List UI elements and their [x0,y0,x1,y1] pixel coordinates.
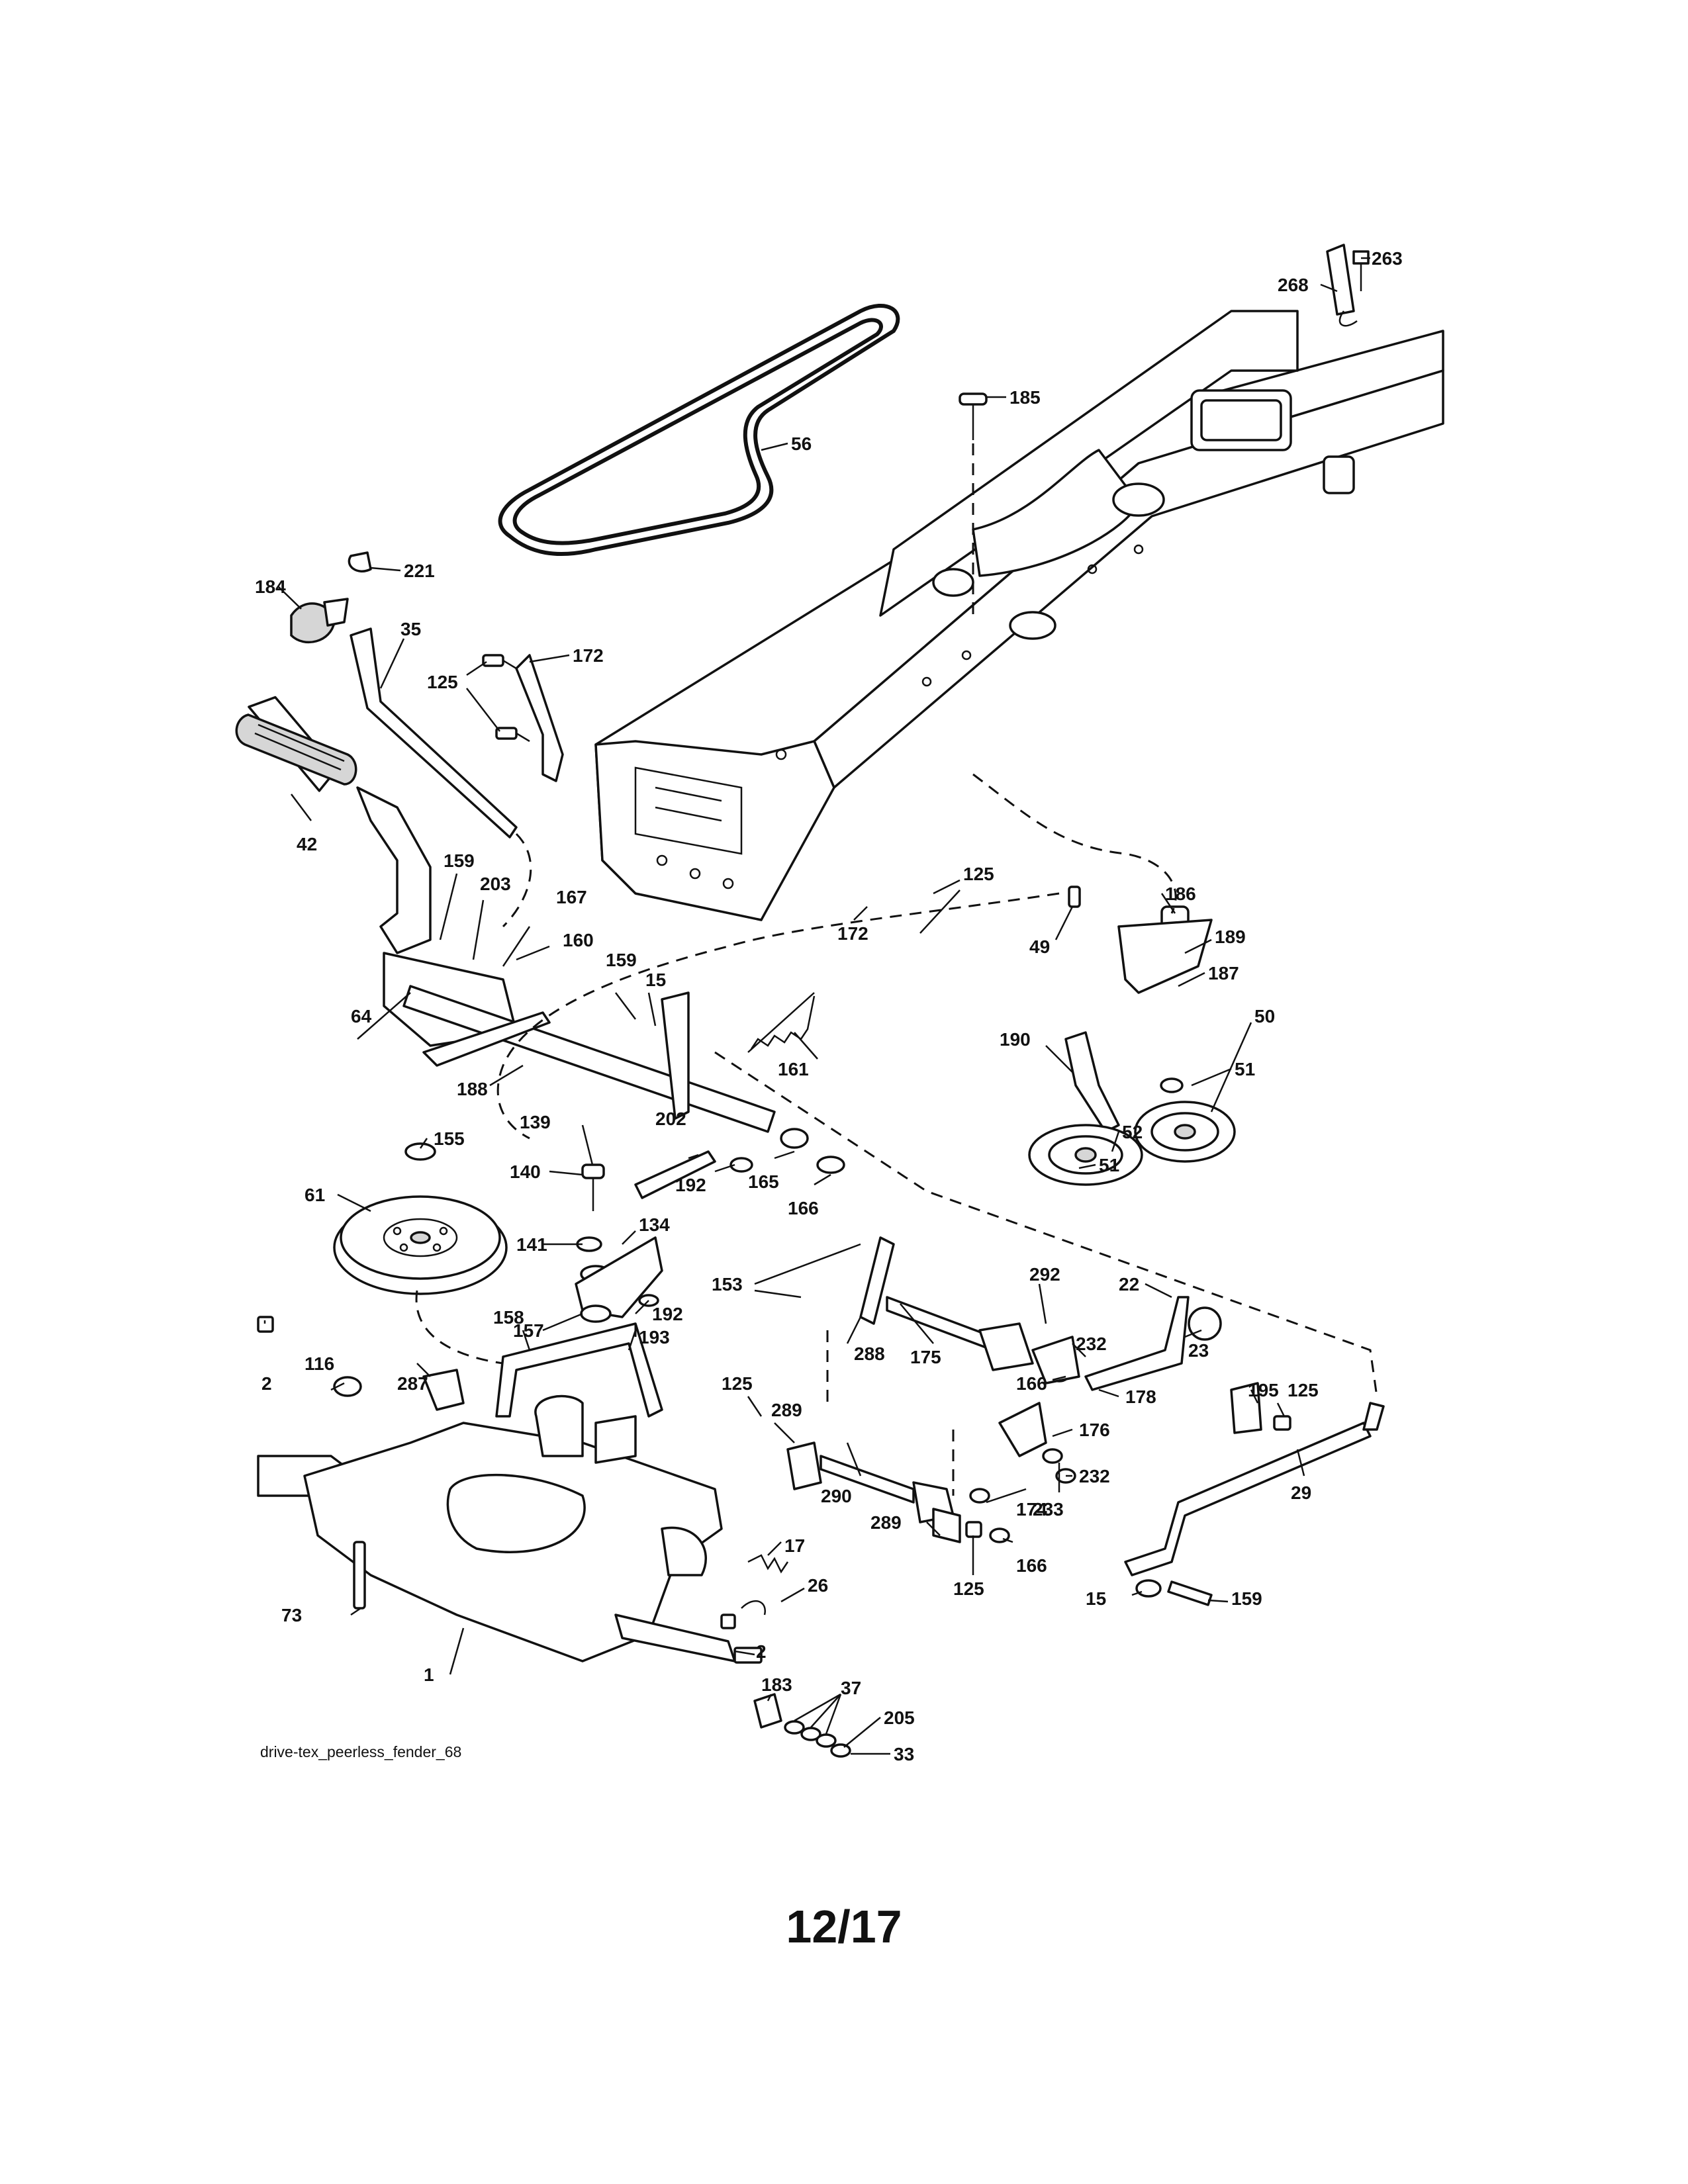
transaxle [257,1316,851,1758]
pulley-61 [333,1142,508,1365]
callout-15-a: 15 [645,970,666,990]
callout-192-b: 192 [652,1304,683,1324]
callout-125-d: 125 [1288,1380,1319,1400]
callout-33: 33 [894,1744,914,1764]
callout-232-a: 232 [1076,1334,1107,1354]
callout-139: 139 [520,1112,551,1132]
callout-187: 187 [1208,963,1239,983]
callout-125-c: 125 [722,1373,753,1394]
callout-232-b: 232 [1079,1466,1110,1486]
callout-221: 221 [404,561,435,581]
callout-125-mid: 125 [963,864,994,884]
callout-165: 165 [748,1171,779,1192]
shift-linkage [634,1051,1385,1629]
callout-192-a: 192 [675,1175,706,1195]
callout-159-b: 159 [606,950,637,970]
callout-161: 161 [778,1059,809,1079]
diagram-caption: drive-tex_peerless_fender_68 [260,1743,461,1760]
callout-166-b: 166 [1016,1373,1047,1394]
page-number: 12/17 [786,1901,902,1952]
callout-289-b: 289 [870,1512,902,1533]
hitch-pin [1326,244,1370,327]
callout-268: 268 [1278,275,1309,295]
callout-157: 157 [513,1320,544,1341]
brake-rod [350,627,532,928]
callout-287: 287 [397,1373,428,1394]
callout-193: 193 [639,1327,670,1347]
callout-202: 202 [655,1109,686,1129]
callout-174: 174 [1016,1499,1047,1520]
callout-26: 26 [808,1575,828,1596]
callout-166-a: 166 [788,1198,819,1218]
callout-73: 73 [281,1605,302,1625]
callout-190: 190 [1000,1029,1031,1050]
callout-183: 183 [761,1674,792,1695]
callout-188: 188 [457,1079,488,1099]
callout-1: 1 [424,1664,434,1685]
callout-195: 195 [1248,1380,1279,1400]
callout-51-b: 51 [1099,1155,1119,1175]
callout-263: 263 [1372,248,1403,269]
callout-2-a: 2 [261,1373,272,1394]
callout-158: 158 [493,1307,524,1328]
callout-172-lower: 172 [837,923,868,944]
callout-289-a: 289 [771,1400,802,1420]
callout-288: 288 [854,1343,885,1364]
idler-assembly [496,773,1236,1186]
callout-153: 153 [712,1274,743,1295]
callout-22: 22 [1119,1274,1139,1295]
callout-140: 140 [510,1161,541,1182]
callout-116: 116 [305,1353,334,1374]
callout-42: 42 [297,834,317,854]
callout-166-c: 166 [1016,1555,1047,1576]
callout-167: 167 [556,887,587,907]
callout-203: 203 [480,874,511,894]
callout-134: 134 [639,1214,670,1235]
callout-49: 49 [1029,936,1050,957]
callout-35: 35 [400,619,421,639]
callout-205: 205 [884,1707,915,1728]
callout-15-b: 15 [1086,1588,1106,1609]
linkage-rod-188 [422,991,690,1120]
callout-29: 29 [1291,1482,1311,1503]
knob-184 [290,551,372,643]
bracket-172-upper [482,654,564,782]
callout-189: 189 [1215,927,1246,947]
callout-50: 50 [1254,1006,1275,1026]
callout-2-b: 2 [756,1641,767,1662]
callout-184: 184 [255,576,286,597]
center-hardware [575,1128,845,1323]
callout-56: 56 [791,433,812,454]
callout-61: 61 [305,1185,325,1205]
callout-64: 64 [351,1006,372,1026]
callout-52: 52 [1122,1122,1143,1142]
callout-233: 233 [1033,1499,1064,1520]
callout-125-upper: 125 [427,672,458,692]
callout-51-a: 51 [1235,1059,1255,1079]
callout-159-c: 159 [1231,1588,1262,1609]
callout-37: 37 [841,1678,861,1698]
callout-155: 155 [434,1128,465,1149]
callout-292: 292 [1029,1264,1060,1285]
callout-125-e: 125 [953,1578,984,1599]
main-frame [594,310,1444,921]
callout-141: 141 [516,1234,547,1255]
callout-175: 175 [910,1347,941,1367]
leader-lines [263,257,1370,1755]
callout-185: 185 [1009,387,1041,408]
callout-160: 160 [563,930,594,950]
callout-159-a: 159 [444,850,475,871]
callout-290: 290 [821,1486,852,1506]
callout-172-upper: 172 [573,645,604,666]
callout-17: 17 [784,1535,805,1556]
bolt-185 [959,392,988,622]
callout-labels: 263 268 185 56 221 184 35 172 125 42 159… [255,248,1403,1764]
callout-176: 176 [1079,1420,1110,1440]
spring-161 [747,992,816,1053]
callout-23: 23 [1188,1340,1209,1361]
callout-178: 178 [1125,1387,1156,1407]
drive-belt [498,303,900,557]
callout-186: 186 [1165,884,1196,904]
